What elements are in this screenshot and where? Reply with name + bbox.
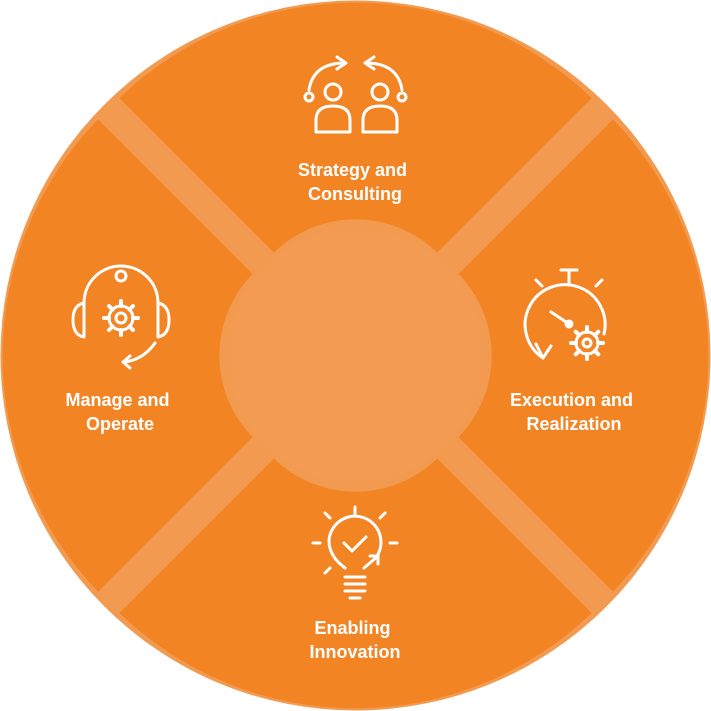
- segment-label-line: Operate: [86, 414, 154, 434]
- segment-label-line: Enabling: [314, 618, 390, 638]
- center-circle: [227, 227, 484, 484]
- segment-label-line: Consulting: [308, 184, 402, 204]
- segment-label-line: Manage and: [65, 390, 169, 410]
- headset-gear-icon: [71, 264, 171, 370]
- segment-label-line: Innovation: [310, 642, 401, 662]
- segment-label-bottom: Enabling Innovation: [310, 618, 401, 662]
- segment-left: [2, 119, 253, 592]
- segment-label-top: Strategy and Consulting: [298, 160, 412, 204]
- segment-label-line: Strategy and: [298, 160, 407, 180]
- segment-label-right: Execution and Realization: [510, 390, 638, 434]
- segment-right: [458, 119, 709, 592]
- segment-top: [119, 2, 592, 253]
- segment-label-left: Manage and Operate: [65, 390, 174, 434]
- segment-label-line: Execution and: [510, 390, 633, 410]
- stopwatch-gear-icon: [523, 268, 607, 361]
- lightbulb-check-icon: [311, 505, 399, 600]
- segment-label-line: Realization: [526, 414, 621, 434]
- two-people-exchange-icon: [303, 55, 408, 134]
